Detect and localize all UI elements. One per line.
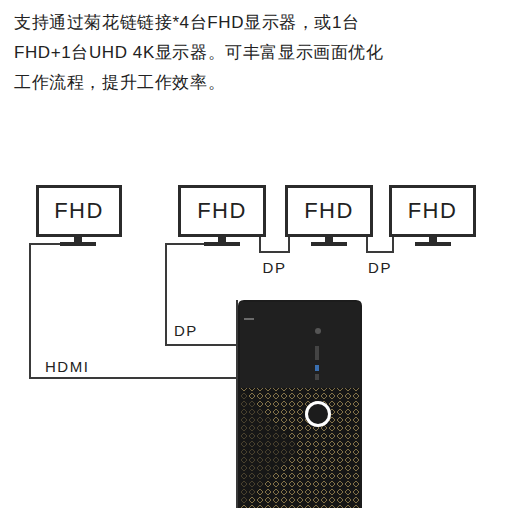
cable-label: HDMI [45, 358, 89, 375]
hdmi-cable [30, 244, 238, 378]
monitor-screen: FHD [36, 185, 122, 237]
monitor-screen: FHD [178, 185, 266, 237]
dp-cable [166, 244, 238, 345]
monitor-label: FHD [54, 198, 104, 224]
monitor-label: FHD [197, 198, 247, 224]
cable-label: DP [174, 322, 198, 339]
heading-text: 支持通过菊花链链接*4台FHD显示器，或1台FHD+1台UHD 4K显示器。可丰… [14, 8, 386, 98]
daisy-chain-cable [367, 237, 393, 252]
monitor-screen: FHD [285, 185, 373, 237]
monitor-label: FHD [304, 198, 354, 224]
pc-tower [236, 300, 362, 508]
monitor-label: FHD [408, 198, 458, 224]
cable-label: DP [368, 259, 392, 276]
cable-line [260, 237, 289, 252]
monitor-screen: FHD [389, 185, 476, 237]
cable-line [367, 237, 393, 252]
daisy-chain-cable [260, 237, 289, 252]
cable-label: DP [263, 259, 287, 276]
